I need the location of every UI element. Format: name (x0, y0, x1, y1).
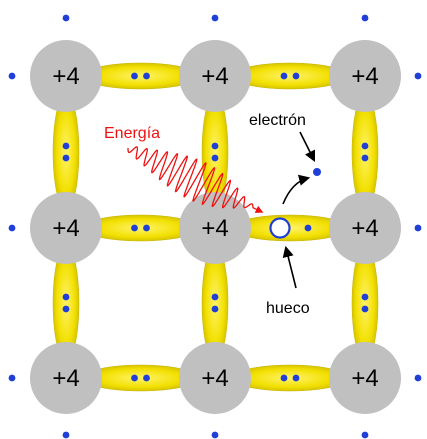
outer-electron (211, 14, 219, 22)
bond-electron (304, 224, 312, 232)
outer-electron (211, 431, 219, 439)
energy-wave (127, 146, 264, 213)
atom-charge-label: +4 (351, 63, 378, 90)
electron-label: electrón (249, 112, 306, 129)
energy-label: Energía (104, 125, 160, 142)
atom-charge-label: +4 (351, 365, 378, 392)
atom-charge-label: +4 (351, 215, 378, 242)
bond-electron (143, 224, 150, 232)
free-electron (313, 168, 321, 176)
bond-electron (143, 374, 150, 382)
outer-electrons (8, 14, 422, 439)
silicon-atom (30, 342, 102, 414)
hole-label: hueco (266, 300, 310, 317)
bond-electron (211, 154, 219, 162)
bond-electron (361, 293, 369, 301)
atom-charge-label: +4 (201, 63, 228, 90)
bond-electron (62, 154, 70, 162)
bond-electron (143, 72, 150, 80)
bond-electron (131, 72, 138, 80)
silicon-atom (329, 192, 401, 264)
silicon-atoms: +4 +4 +4 +4 +4 +4 +4 +4 +4 (30, 40, 401, 414)
silicon-atom (30, 40, 102, 112)
outer-electron (8, 224, 16, 232)
atom-charge-label: +4 (201, 215, 228, 242)
bond-electron (361, 305, 369, 313)
outer-electron (414, 374, 422, 382)
outer-electron (62, 14, 70, 22)
electron-arrow (282, 174, 311, 205)
silicon-atom (329, 342, 401, 414)
atom-charge-label: +4 (52, 63, 79, 90)
silicon-atom (30, 192, 102, 264)
bond-electron (211, 142, 219, 150)
bond-electrons (62, 72, 369, 382)
outer-electron (414, 224, 422, 232)
bond-electron (131, 374, 138, 382)
bond-electron (131, 224, 138, 232)
silicon-atom (329, 40, 401, 112)
atom-charge-label: +4 (201, 365, 228, 392)
silicon-atom (179, 192, 251, 264)
bond-electron (62, 293, 70, 301)
outer-electron (414, 72, 422, 80)
bond-electron (211, 293, 219, 301)
bond-electron (280, 72, 288, 80)
outer-electron (361, 431, 369, 439)
bond-electron (292, 374, 300, 382)
hole (269, 217, 291, 239)
bond-electron (62, 142, 70, 150)
bond-electron (361, 154, 369, 162)
outer-electron (8, 374, 16, 382)
outer-electron (8, 72, 16, 80)
atom-charge-label: +4 (52, 215, 79, 242)
bond-electron (211, 305, 219, 313)
bond-electron (280, 374, 288, 382)
hole-arrow (282, 245, 297, 289)
silicon-atom (179, 342, 251, 414)
outer-electron (62, 431, 70, 439)
outer-electron (361, 14, 369, 22)
bond-electron (292, 72, 300, 80)
covalent-bonds (52, 62, 379, 392)
bond-electron (62, 305, 70, 313)
electron-label-arrow (299, 131, 316, 163)
silicon-atom (179, 40, 251, 112)
bond-electron (361, 142, 369, 150)
atom-charge-label: +4 (52, 365, 79, 392)
